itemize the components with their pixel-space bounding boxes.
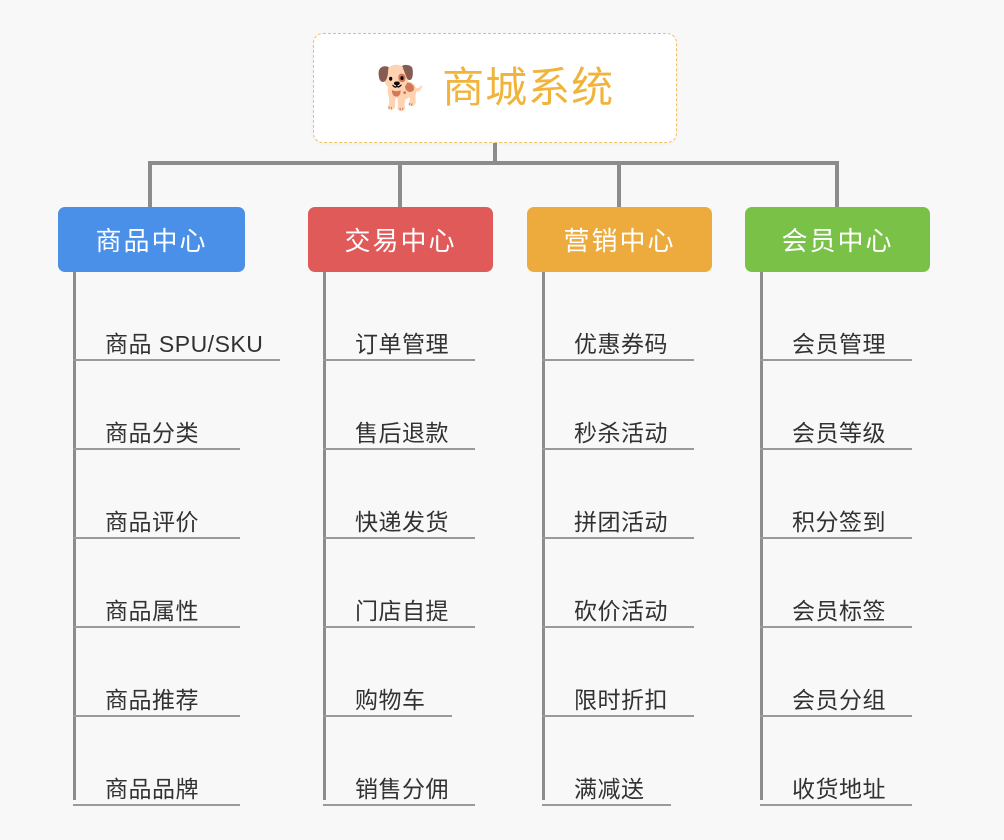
leaf-item[interactable]: 商品分类 xyxy=(73,361,240,450)
leaf-item-label: 销售分佣 xyxy=(355,775,449,802)
leaf-item-label: 商品评价 xyxy=(105,508,199,535)
branch-spine xyxy=(323,272,326,800)
branch-spine xyxy=(73,272,76,800)
leaf-item[interactable]: 售后退款 xyxy=(323,361,475,450)
leaf-item[interactable]: 商品 SPU/SKU xyxy=(73,272,280,361)
leaf-item-label: 会员管理 xyxy=(792,330,886,357)
root-node-mall-system[interactable]: 🐕 商城系统 xyxy=(313,33,677,143)
category-header-label: 营销中心 xyxy=(563,226,676,256)
branch-spine xyxy=(542,272,545,800)
leaf-item-label: 商品推荐 xyxy=(105,686,199,713)
root-node-title: 商城系统 xyxy=(442,64,615,111)
leaf-item[interactable]: 秒杀活动 xyxy=(542,361,694,450)
leaf-item[interactable]: 会员等级 xyxy=(760,361,912,450)
leaf-item[interactable]: 订单管理 xyxy=(323,272,475,361)
leaf-item-label: 快递发货 xyxy=(355,508,449,535)
leaf-item-label: 商品 SPU/SKU xyxy=(105,330,264,357)
leaf-item-label: 秒杀活动 xyxy=(574,419,668,446)
shiba-dog-face-icon: 🐕 xyxy=(375,64,429,111)
connector-drop-product-center xyxy=(148,161,152,209)
connector-root-stem xyxy=(493,143,497,165)
leaf-item-label: 会员标签 xyxy=(792,597,886,624)
leaf-item-label: 收货地址 xyxy=(792,775,886,802)
leaf-item[interactable]: 会员分组 xyxy=(760,628,912,717)
leaf-item[interactable]: 快递发货 xyxy=(323,450,475,539)
leaf-item[interactable]: 限时折扣 xyxy=(542,628,694,717)
category-header-label: 交易中心 xyxy=(344,226,457,256)
branch-spine xyxy=(760,272,763,800)
leaf-item-label: 拼团活动 xyxy=(574,508,668,535)
leaf-item[interactable]: 门店自提 xyxy=(323,539,475,628)
category-header-product-center[interactable]: 商品中心 xyxy=(58,207,245,272)
connector-drop-marketing-center xyxy=(617,161,621,209)
leaf-item-label: 限时折扣 xyxy=(574,686,668,713)
leaf-item[interactable]: 销售分佣 xyxy=(323,717,475,806)
leaf-item-label: 优惠券码 xyxy=(574,330,668,357)
leaf-item-label: 积分签到 xyxy=(792,508,886,535)
leaf-item-label: 售后退款 xyxy=(355,419,449,446)
leaf-item[interactable]: 拼团活动 xyxy=(542,450,694,539)
leaf-item-label: 商品品牌 xyxy=(105,775,199,802)
leaf-item[interactable]: 收货地址 xyxy=(760,717,912,806)
leaf-item-label: 商品属性 xyxy=(105,597,199,624)
leaf-item-label: 门店自提 xyxy=(355,597,449,624)
category-header-trade-center[interactable]: 交易中心 xyxy=(308,207,493,272)
category-header-marketing-center[interactable]: 营销中心 xyxy=(527,207,712,272)
category-header-label: 商品中心 xyxy=(95,226,208,256)
leaf-item-label: 满减送 xyxy=(574,775,645,802)
category-header-label: 会员中心 xyxy=(781,226,894,256)
category-header-member-center[interactable]: 会员中心 xyxy=(745,207,930,272)
leaf-item[interactable]: 商品属性 xyxy=(73,539,240,628)
leaf-item[interactable]: 砍价活动 xyxy=(542,539,694,628)
leaf-item[interactable]: 会员标签 xyxy=(760,539,912,628)
leaf-item[interactable]: 满减送 xyxy=(542,717,671,806)
leaf-item[interactable]: 会员管理 xyxy=(760,272,912,361)
leaf-item-label: 会员等级 xyxy=(792,419,886,446)
leaf-item[interactable]: 购物车 xyxy=(323,628,452,717)
leaf-item[interactable]: 优惠券码 xyxy=(542,272,694,361)
leaf-item[interactable]: 商品推荐 xyxy=(73,628,240,717)
leaf-item-label: 购物车 xyxy=(355,686,426,713)
leaf-item-label: 商品分类 xyxy=(105,419,199,446)
leaf-item-label: 砍价活动 xyxy=(574,597,668,624)
leaf-item[interactable]: 积分签到 xyxy=(760,450,912,539)
connector-drop-member-center xyxy=(835,161,839,209)
leaf-item[interactable]: 商品品牌 xyxy=(73,717,240,806)
leaf-item[interactable]: 商品评价 xyxy=(73,450,240,539)
connector-drop-trade-center xyxy=(398,161,402,209)
connector-horizontal-bus xyxy=(150,161,838,165)
leaf-item-label: 订单管理 xyxy=(355,330,449,357)
leaf-item-label: 会员分组 xyxy=(792,686,886,713)
